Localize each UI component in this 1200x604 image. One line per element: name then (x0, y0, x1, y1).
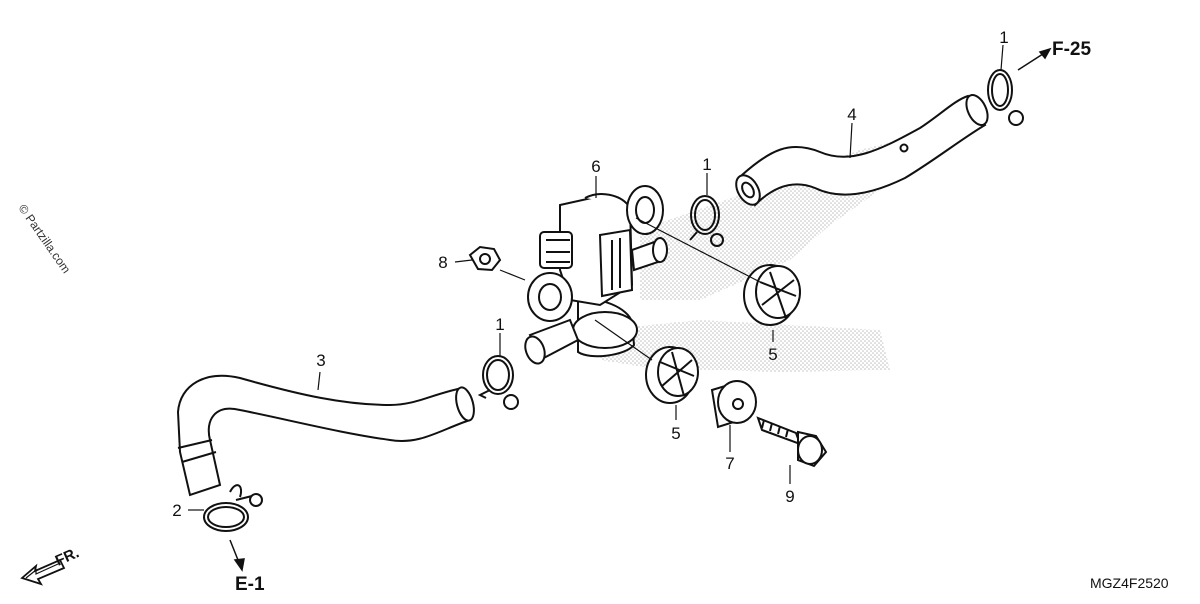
callout-7: 7 (725, 454, 734, 473)
callout-3: 3 (316, 351, 325, 370)
valve-body-6 (524, 185, 668, 365)
callout-2: 2 (172, 501, 181, 520)
hose-3 (176, 374, 475, 497)
watermark: © Partzilla.com (16, 202, 74, 276)
collar-7 (710, 380, 757, 429)
hose-4 (735, 94, 989, 207)
callout-8: 8 (438, 253, 447, 272)
clamp-1-lower (477, 355, 519, 410)
arrow-e1 (229, 539, 245, 572)
arrow-f25 (1017, 47, 1052, 71)
callout-6: 6 (591, 157, 600, 176)
ref-f25: F-25 (1052, 39, 1092, 60)
leader-lines (188, 44, 1004, 511)
nut-8 (468, 245, 502, 272)
callout-9: 9 (785, 487, 794, 506)
front-label: FR. (53, 544, 82, 569)
part-code: MGZ4F2520 (1090, 575, 1169, 591)
grommet-5-low (645, 346, 699, 404)
front-arrow-icon (20, 558, 66, 586)
callout-1-lower: 1 (495, 315, 504, 334)
ref-e1: E-1 (235, 574, 265, 595)
clamp-1-top (987, 69, 1024, 126)
callout-5-low: 5 (671, 424, 680, 443)
clamp-2 (203, 484, 263, 532)
callout-4: 4 (847, 105, 856, 124)
clamp-1-middle (689, 195, 724, 247)
grommet-5-right (743, 264, 801, 326)
callout-1-middle: 1 (702, 155, 711, 174)
callout-1-top: 1 (999, 28, 1008, 47)
bolt-9 (756, 416, 828, 468)
callout-5-right: 5 (768, 345, 777, 364)
